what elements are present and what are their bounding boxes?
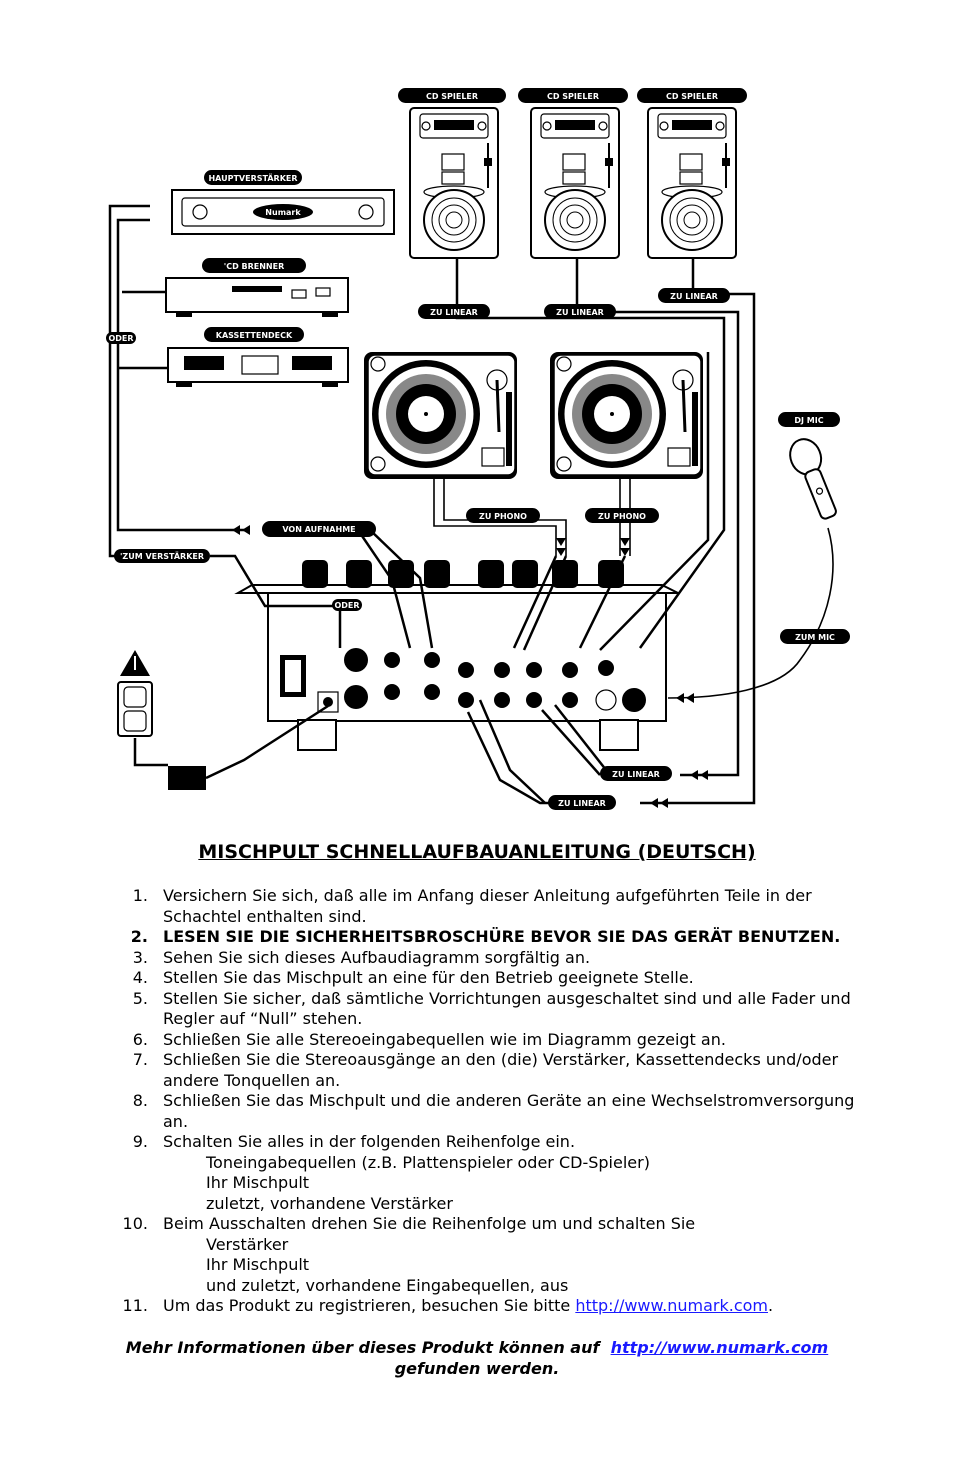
label-zu-linear-1: ZU LINEAR: [418, 304, 490, 319]
label-kassettendeck: KASSETTENDECK: [204, 327, 304, 342]
svg-text:ODER: ODER: [108, 334, 133, 343]
step-item: 6.Schließen Sie alle Stereoeingabequelle…: [132, 1029, 726, 1049]
step-subitem: Toneingabequellen (z.B. Plattenspieler o…: [206, 1152, 650, 1172]
step-subitem: zuletzt, vorhandene Verstärker: [206, 1193, 453, 1213]
step-item: 4.Stellen Sie das Mischpult an eine für …: [132, 968, 694, 987]
label-hauptverstaerker: HAUPTVERSTÄRKER: [204, 170, 302, 185]
label-von-aufnahme: VON AUFNAHME: [262, 521, 376, 537]
instruction-list: 1.Versichern Sie sich, daß alle im Anfan…: [108, 886, 868, 1317]
label-cd-spieler-2: CD SPIELER: [518, 88, 628, 103]
setup-diagram: Numark: [106, 88, 850, 810]
main-amplifier: Numark: [171, 189, 395, 235]
register-link[interactable]: http://www.numark.com: [575, 1296, 768, 1315]
footer-note: Mehr Informationen über dieses Produkt k…: [125, 1338, 829, 1378]
svg-text:KASSETTENDECK: KASSETTENDECK: [216, 331, 293, 340]
svg-text:ZUM MIC: ZUM MIC: [795, 633, 835, 642]
svg-text:CD SPIELER: CD SPIELER: [547, 92, 599, 101]
step-subitem: Ihr Mischpult: [206, 1255, 310, 1274]
label-zum-mic: ZUM MIC: [780, 629, 850, 644]
step-item: 8.Schließen Sie das Mischpult und die an…: [132, 1091, 855, 1131]
step-item: 7.Schließen Sie die Stereoausgänge an de…: [132, 1050, 839, 1090]
label-oder-mixer: ODER: [332, 599, 362, 611]
svg-text:ZU PHONO: ZU PHONO: [479, 512, 527, 521]
svg-text:HAUPTVERSTÄRKER: HAUPTVERSTÄRKER: [208, 173, 297, 183]
label-dj-mic: DJ MIC: [778, 412, 840, 427]
svg-text:CD SPIELER: CD SPIELER: [426, 92, 478, 101]
cd-player-2: [530, 107, 620, 259]
step-item: 3.Sehen Sie sich dieses Aufbaudiagramm s…: [132, 947, 591, 967]
step-item: 11.Um das Produkt zu registrieren, besuc…: [122, 1296, 774, 1315]
label-cd-spieler-3: CD SPIELER: [637, 88, 747, 103]
cd-player-1: [409, 107, 499, 259]
svg-text:ZU LINEAR: ZU LINEAR: [558, 799, 606, 808]
step-subitem: Verstärker: [206, 1234, 289, 1254]
step-subitem: Ihr Mischpult: [206, 1173, 310, 1192]
footer-link[interactable]: http://www.numark.com: [610, 1338, 829, 1357]
power-outlet: [117, 650, 329, 790]
step-item: 10.Beim Ausschalten drehen Sie die Reihe…: [108, 1214, 868, 1296]
svg-text:'CD BRENNER: 'CD BRENNER: [224, 262, 284, 271]
document-title: MISCHPULT SCHNELLAUFBAUANLEITUNG (DEUTSC…: [198, 841, 756, 863]
step-item: 5.Stellen Sie sicher, daß sämtliche Vorr…: [132, 988, 851, 1029]
label-zu-phono-2: ZU PHONO: [585, 508, 659, 523]
label-cd-brenner: 'CD BRENNER: [202, 258, 306, 273]
turntable-1: [362, 350, 519, 481]
svg-text:ZU LINEAR: ZU LINEAR: [670, 292, 718, 301]
step-item: 9.Schalten Sie alles in der folgenden Re…: [108, 1132, 868, 1214]
svg-text:DJ MIC: DJ MIC: [794, 416, 823, 425]
svg-text:ZU PHONO: ZU PHONO: [598, 512, 646, 521]
step-item: 1.Versichern Sie sich, daß alle im Anfan…: [132, 886, 812, 926]
label-zu-linear-2: ZU LINEAR: [544, 304, 616, 319]
dj-microphone: [667, 438, 837, 699]
svg-text:ZU LINEAR: ZU LINEAR: [430, 308, 478, 317]
label-zu-linear-4: ZU LINEAR: [600, 766, 672, 781]
step-item: 2.LESEN SIE DIE SICHERHEITSBROSCHÜRE BEV…: [130, 927, 841, 946]
cd-burner: [165, 277, 349, 317]
svg-text:'ZUM VERSTÄRKER: 'ZUM VERSTÄRKER: [120, 551, 204, 561]
label-zu-linear-5: ZU LINEAR: [548, 795, 616, 810]
label-zum-verstaerker: 'ZUM VERSTÄRKER: [114, 549, 210, 563]
label-zu-phono-1: ZU PHONO: [466, 508, 540, 523]
turntable-2: [548, 350, 705, 481]
svg-text:CD SPIELER: CD SPIELER: [666, 92, 718, 101]
svg-text:VON AUFNAHME: VON AUFNAHME: [282, 525, 355, 534]
label-zu-linear-3: ZU LINEAR: [658, 288, 730, 303]
step-subitem: und zuletzt, vorhandene Eingabequellen, …: [206, 1275, 569, 1295]
label-cd-spieler-1: CD SPIELER: [398, 88, 506, 103]
cd-player-3: [647, 107, 737, 259]
amp-brand: Numark: [265, 208, 301, 217]
svg-text:ZU LINEAR: ZU LINEAR: [556, 308, 604, 317]
label-oder-left: ODER: [106, 332, 136, 344]
svg-text:ODER: ODER: [334, 601, 359, 610]
cassette-deck: [167, 347, 349, 387]
mixer: [234, 560, 679, 751]
svg-text:ZU LINEAR: ZU LINEAR: [612, 770, 660, 779]
